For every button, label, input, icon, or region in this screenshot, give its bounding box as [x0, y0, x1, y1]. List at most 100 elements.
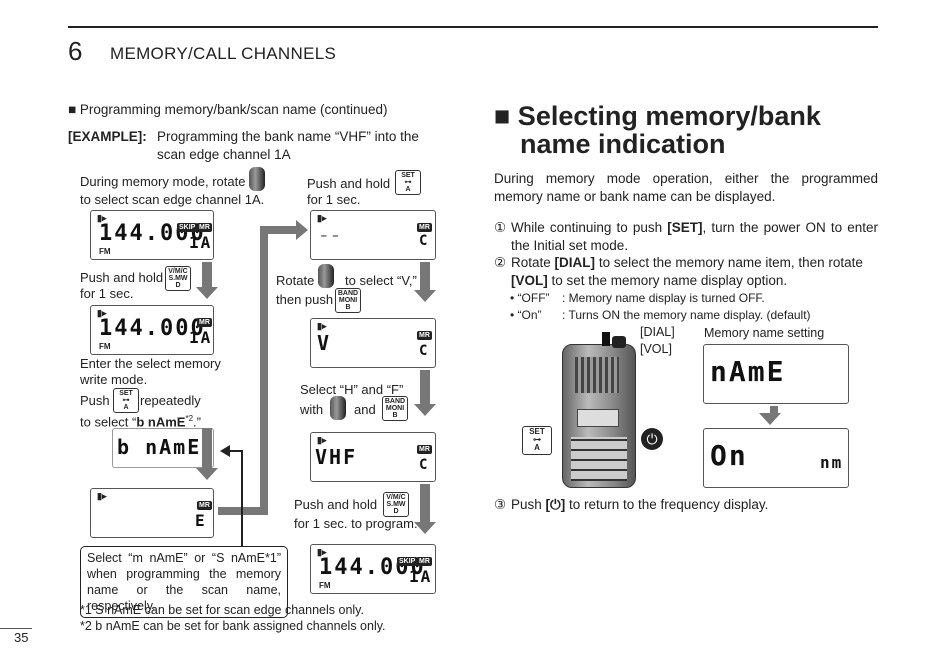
- antenna-icon: [602, 332, 610, 346]
- key-label: S.MW: [386, 501, 406, 508]
- col2-then: then push: [276, 292, 334, 307]
- lcd-channel: 1A: [409, 567, 433, 586]
- key-label: B: [392, 412, 398, 419]
- key-label: MONI: [385, 405, 405, 412]
- text: b nAmE: [136, 414, 186, 430]
- col2-step4-2: for 1 sec. to program.: [294, 516, 418, 531]
- lcd-bname: b nAmE: [117, 435, 202, 459]
- skip-badge: SKIP: [177, 223, 198, 232]
- mr-badge: MR: [417, 223, 432, 232]
- mr-badge: MR: [417, 445, 432, 454]
- set-key-icon: SET⊶A: [522, 426, 552, 455]
- footnote-1: *1 S nAmE can be set for scan edge chann…: [80, 603, 364, 617]
- col2-step4: Push and hold: [294, 497, 378, 512]
- key-label: A: [123, 404, 129, 411]
- radio-lcd-icon: [577, 409, 619, 427]
- key-label: SET: [401, 172, 415, 179]
- col2-and: and: [354, 402, 376, 417]
- lcd-name-text: nAmE: [710, 355, 786, 388]
- col2-rotate: Rotate: [276, 273, 315, 288]
- flow-arrow: [202, 262, 212, 288]
- lcd-display-7: ▮▸ VHF MR C: [310, 432, 436, 482]
- signal-icon: ▮▸: [97, 308, 107, 318]
- dial-knob-icon: [612, 336, 626, 348]
- power-icon: ⏻: [641, 428, 663, 450]
- note-box: Select “m nAmE” or “S nAmE*1” when progr…: [80, 546, 288, 618]
- col2-step1: Push and hold: [307, 176, 391, 191]
- key-label: SET: [119, 390, 133, 397]
- step-number: ③: [494, 497, 507, 512]
- key-label: A: [534, 443, 540, 452]
- vol-label: [VOL]: [640, 342, 672, 356]
- connector-arrowhead: [296, 220, 308, 240]
- col2-with: with: [300, 402, 324, 417]
- page-number-rule: [0, 628, 32, 629]
- chapter-title: MEMORY/CALL CHANNELS: [110, 44, 337, 63]
- example-label: [EXAMPLE]:: [68, 129, 147, 144]
- option-off-label: • “OFF”: [510, 291, 550, 305]
- lcd-display-on: On nm: [703, 428, 849, 488]
- lcd-display-6: ▮▸ V MR C: [310, 318, 436, 368]
- step3-push: Push: [80, 393, 110, 408]
- lcd-on-text: On: [710, 439, 748, 472]
- keypad-icon: [571, 437, 627, 481]
- key-label: B: [345, 304, 351, 311]
- connector-line: [260, 226, 268, 515]
- signal-icon: ▮▸: [97, 491, 107, 501]
- col2-step3: Select “H” and “F”: [300, 382, 404, 397]
- text: [SET]: [667, 220, 703, 235]
- flow-arrow: [420, 484, 430, 524]
- step1-text: During memory mode, rotate: [80, 174, 246, 189]
- step-number: ②: [494, 255, 507, 270]
- mr-badge: MR: [417, 557, 432, 566]
- set-key-icon: SET⊶A: [395, 170, 421, 195]
- signal-icon: ▮▸: [317, 547, 327, 557]
- section-heading-right-2: name indication: [520, 129, 726, 159]
- dial-label: [DIAL]: [640, 325, 675, 339]
- text: , turn the power ON to enter the Initial…: [511, 220, 878, 253]
- step3-text-2: write mode.: [80, 372, 148, 387]
- step2-text: Push and hold: [80, 270, 164, 285]
- pointer-line: [241, 452, 243, 546]
- flow-arrowhead: [196, 468, 218, 480]
- text: [⏻]: [545, 497, 566, 512]
- section-heading-left: ■ Programming memory/bank/scan name (con…: [68, 102, 388, 117]
- lcd-c-char: C: [419, 457, 430, 473]
- dial-knob-icon: [330, 396, 346, 420]
- dial-knob-icon: [318, 264, 334, 288]
- mr-badge: MR: [197, 318, 212, 327]
- signal-icon: ▮▸: [97, 213, 107, 223]
- text: to return to the frequency display.: [568, 497, 769, 512]
- mr-badge: MR: [417, 331, 432, 340]
- lcd-nm-text: nm: [820, 453, 844, 472]
- flow-arrowhead: [414, 522, 436, 534]
- pointer-line: [228, 450, 243, 452]
- intro-text: During memory mode operation, either the…: [494, 171, 878, 204]
- set-key-icon: SET⊶A: [113, 388, 139, 413]
- flow-arrowhead: [414, 290, 436, 302]
- text: *2: [185, 414, 194, 423]
- flow-arrowhead: [759, 413, 781, 425]
- radio-illustration: [562, 344, 636, 488]
- pointer-arrowhead: [220, 445, 230, 457]
- text: to select “: [80, 414, 137, 430]
- lcd-display-5: ▮▸ ⁻⁻ MR C: [310, 210, 436, 260]
- step3-repeat: repeatedly: [140, 393, 201, 408]
- example-text-2: scan edge channel 1A: [157, 147, 291, 162]
- lcd-display-3: b nAmE: [112, 428, 214, 468]
- lcd-frequency: 144.000: [99, 316, 206, 341]
- option-on-text: : Turns ON the memory name display. (def…: [562, 308, 811, 322]
- lcd-display-name: nAmE: [703, 344, 849, 404]
- key-label: BAND: [384, 398, 406, 405]
- text: to set the memory name display option.: [551, 273, 788, 288]
- signal-icon: ▮▸: [317, 213, 327, 223]
- key-label: S.MW: [168, 275, 188, 282]
- option-on-label: • “On”: [510, 308, 542, 322]
- text: While continuing to push: [511, 220, 663, 235]
- step3-text-right: Push [⏻] to return to the frequency disp…: [511, 496, 768, 514]
- signal-icon: ▮▸: [317, 435, 327, 445]
- step2-text-2: for 1 sec.: [80, 286, 134, 301]
